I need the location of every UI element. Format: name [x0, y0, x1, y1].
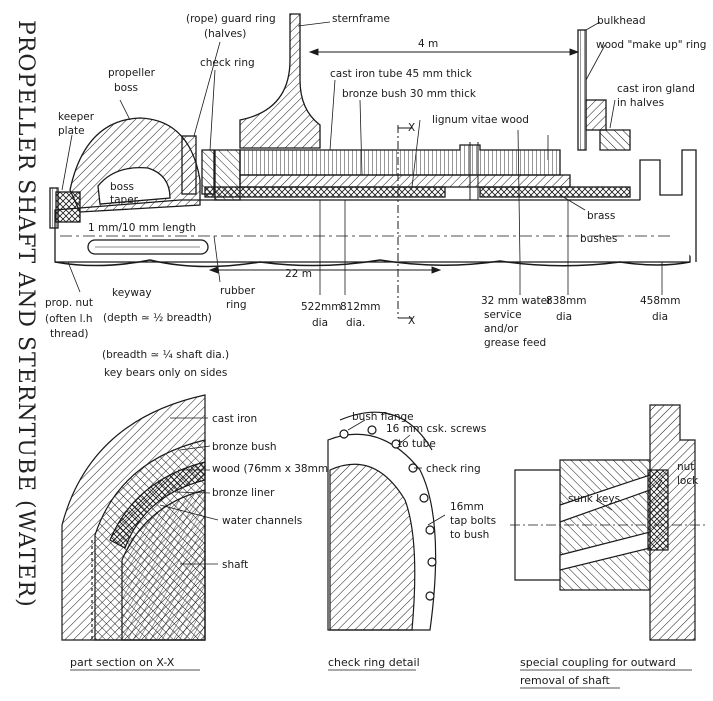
label-guard-ring-halves: (halves): [204, 28, 246, 40]
label-taper-ratio: 1 mm/10 mm length: [88, 222, 196, 234]
label-prop-nut-thread: thread): [50, 328, 89, 340]
label-keeper: keeper: [58, 111, 95, 123]
label-keyway: keyway: [112, 287, 152, 299]
water-feed: [469, 142, 479, 200]
leader-lines: [61, 21, 663, 295]
lignum-vitae-staves: [204, 186, 446, 198]
bulkhead: [577, 29, 631, 151]
caption-check-ring-detail: check ring detail: [328, 656, 420, 669]
label-keyway-breadth: (breadth ≃ ¼ shaft dia.): [102, 349, 229, 361]
label-bronze-bush-section: bronze bush: [212, 441, 277, 453]
wood-staves: [109, 461, 206, 549]
label-prop-nut-lh: (often l.h: [45, 313, 93, 325]
dimension-4m: [308, 48, 580, 56]
label-boss-taper-2: taper: [110, 194, 139, 206]
label-plate: plate: [58, 125, 85, 137]
label-section-x-top: X: [408, 122, 415, 134]
sheet-title: PROPELLER SHAFT AND STERNTUBE (WATER): [13, 20, 38, 608]
label-keyway-depth: (depth ≃ ½ breadth): [103, 312, 212, 324]
label-dia-522: 522mm: [301, 301, 342, 313]
label-dia-812-word: dia.: [346, 317, 365, 329]
label-boss: boss: [114, 82, 138, 94]
label-water-2: service: [484, 309, 522, 321]
label-dia-812: 812mm: [340, 301, 381, 313]
label-boss-taper-1: boss: [110, 181, 134, 193]
caption-coupling-2: removal of shaft: [520, 674, 611, 687]
label-dimension-4m: 4 m: [418, 38, 438, 50]
label-bushes: bushes: [580, 233, 617, 245]
section-x-x-view: [61, 394, 219, 641]
label-section-x-bottom: X: [408, 315, 415, 327]
label-key-bears: key bears only on sides: [104, 367, 227, 379]
label-cast-iron: cast iron: [212, 413, 257, 425]
label-dia-458: 458mm: [640, 295, 681, 307]
label-rubber: rubber: [220, 285, 256, 297]
label-to-bush: to bush: [450, 529, 489, 541]
label-shaft: shaft: [222, 559, 248, 571]
label-16mm: 16mm: [450, 501, 484, 513]
label-guard-ring: (rope) guard ring: [186, 13, 276, 25]
check-ring-detail-view: [327, 411, 446, 631]
guard-ring: [181, 135, 197, 195]
label-dimension-22m: 22 m: [285, 268, 312, 280]
label-dia-458-word: dia: [652, 311, 668, 323]
main-longitudinal-view: [49, 13, 697, 319]
coupling-view: [510, 404, 705, 641]
stern-tube: [239, 144, 571, 188]
label-sunk-keys: sunk keys: [568, 493, 620, 505]
label-lignum-vitae: lignum vitae wood: [432, 114, 529, 126]
main-view-labels: sternframe (rope) guard ring (halves) bu…: [45, 13, 706, 379]
check-ring-labels: bush flange 16 mm csk. screws to tube ch…: [328, 411, 496, 671]
label-bronze-bush: bronze bush 30 mm thick: [342, 88, 477, 100]
label-sternframe: sternframe: [332, 13, 390, 25]
propeller-shaft: [54, 149, 697, 268]
label-water-3: and/or: [484, 323, 519, 335]
label-brass: brass: [587, 210, 615, 222]
label-bulkhead: bulkhead: [597, 15, 646, 27]
label-cast-iron-tube: cast iron tube 45 mm thick: [330, 68, 473, 80]
section-line-x-x: [397, 125, 412, 319]
coupling-labels: sunk keys nut lock special coupling for …: [520, 461, 699, 689]
brass-bushes: [479, 186, 631, 198]
label-gland: cast iron gland: [617, 83, 695, 95]
label-prop-nut: prop. nut: [45, 297, 93, 309]
shaft-section: [121, 489, 206, 641]
label-csk-screws: 16 mm csk. screws: [386, 423, 486, 435]
caption-coupling-1: special coupling for outward: [520, 656, 676, 669]
section-x-x-labels: cast iron bronze bush wood (76mm x 38mm)…: [70, 413, 332, 671]
label-nut: nut: [677, 461, 694, 473]
label-bush-flange: bush flange: [352, 411, 414, 423]
label-water-4: grease feed: [484, 337, 546, 349]
label-check-ring-detail: check ring: [426, 463, 481, 475]
propeller-boss: [49, 117, 201, 229]
caption-part-section: part section on X-X: [70, 656, 175, 669]
label-check-ring: check ring: [200, 57, 255, 69]
label-to-tube: to tube: [398, 438, 436, 450]
label-dia-838-word: dia: [556, 311, 572, 323]
label-gland-halves: in halves: [617, 97, 664, 109]
label-lock: lock: [677, 475, 699, 487]
label-water-channels: water channels: [222, 515, 302, 527]
dimension-22m: [208, 266, 442, 274]
label-wood-section: wood (76mm x 38mm): [212, 463, 332, 475]
label-wood-ring: wood "make up" ring: [596, 39, 706, 51]
label-dia-838: 838mm: [546, 295, 587, 307]
label-propeller: propeller: [108, 67, 156, 79]
label-bronze-liner: bronze liner: [212, 487, 275, 499]
label-dia-522-word: dia: [312, 317, 328, 329]
label-water-1: 32 mm water: [481, 295, 552, 307]
label-tap-bolts: tap bolts: [450, 515, 496, 527]
label-rubber-ring: ring: [226, 299, 247, 311]
